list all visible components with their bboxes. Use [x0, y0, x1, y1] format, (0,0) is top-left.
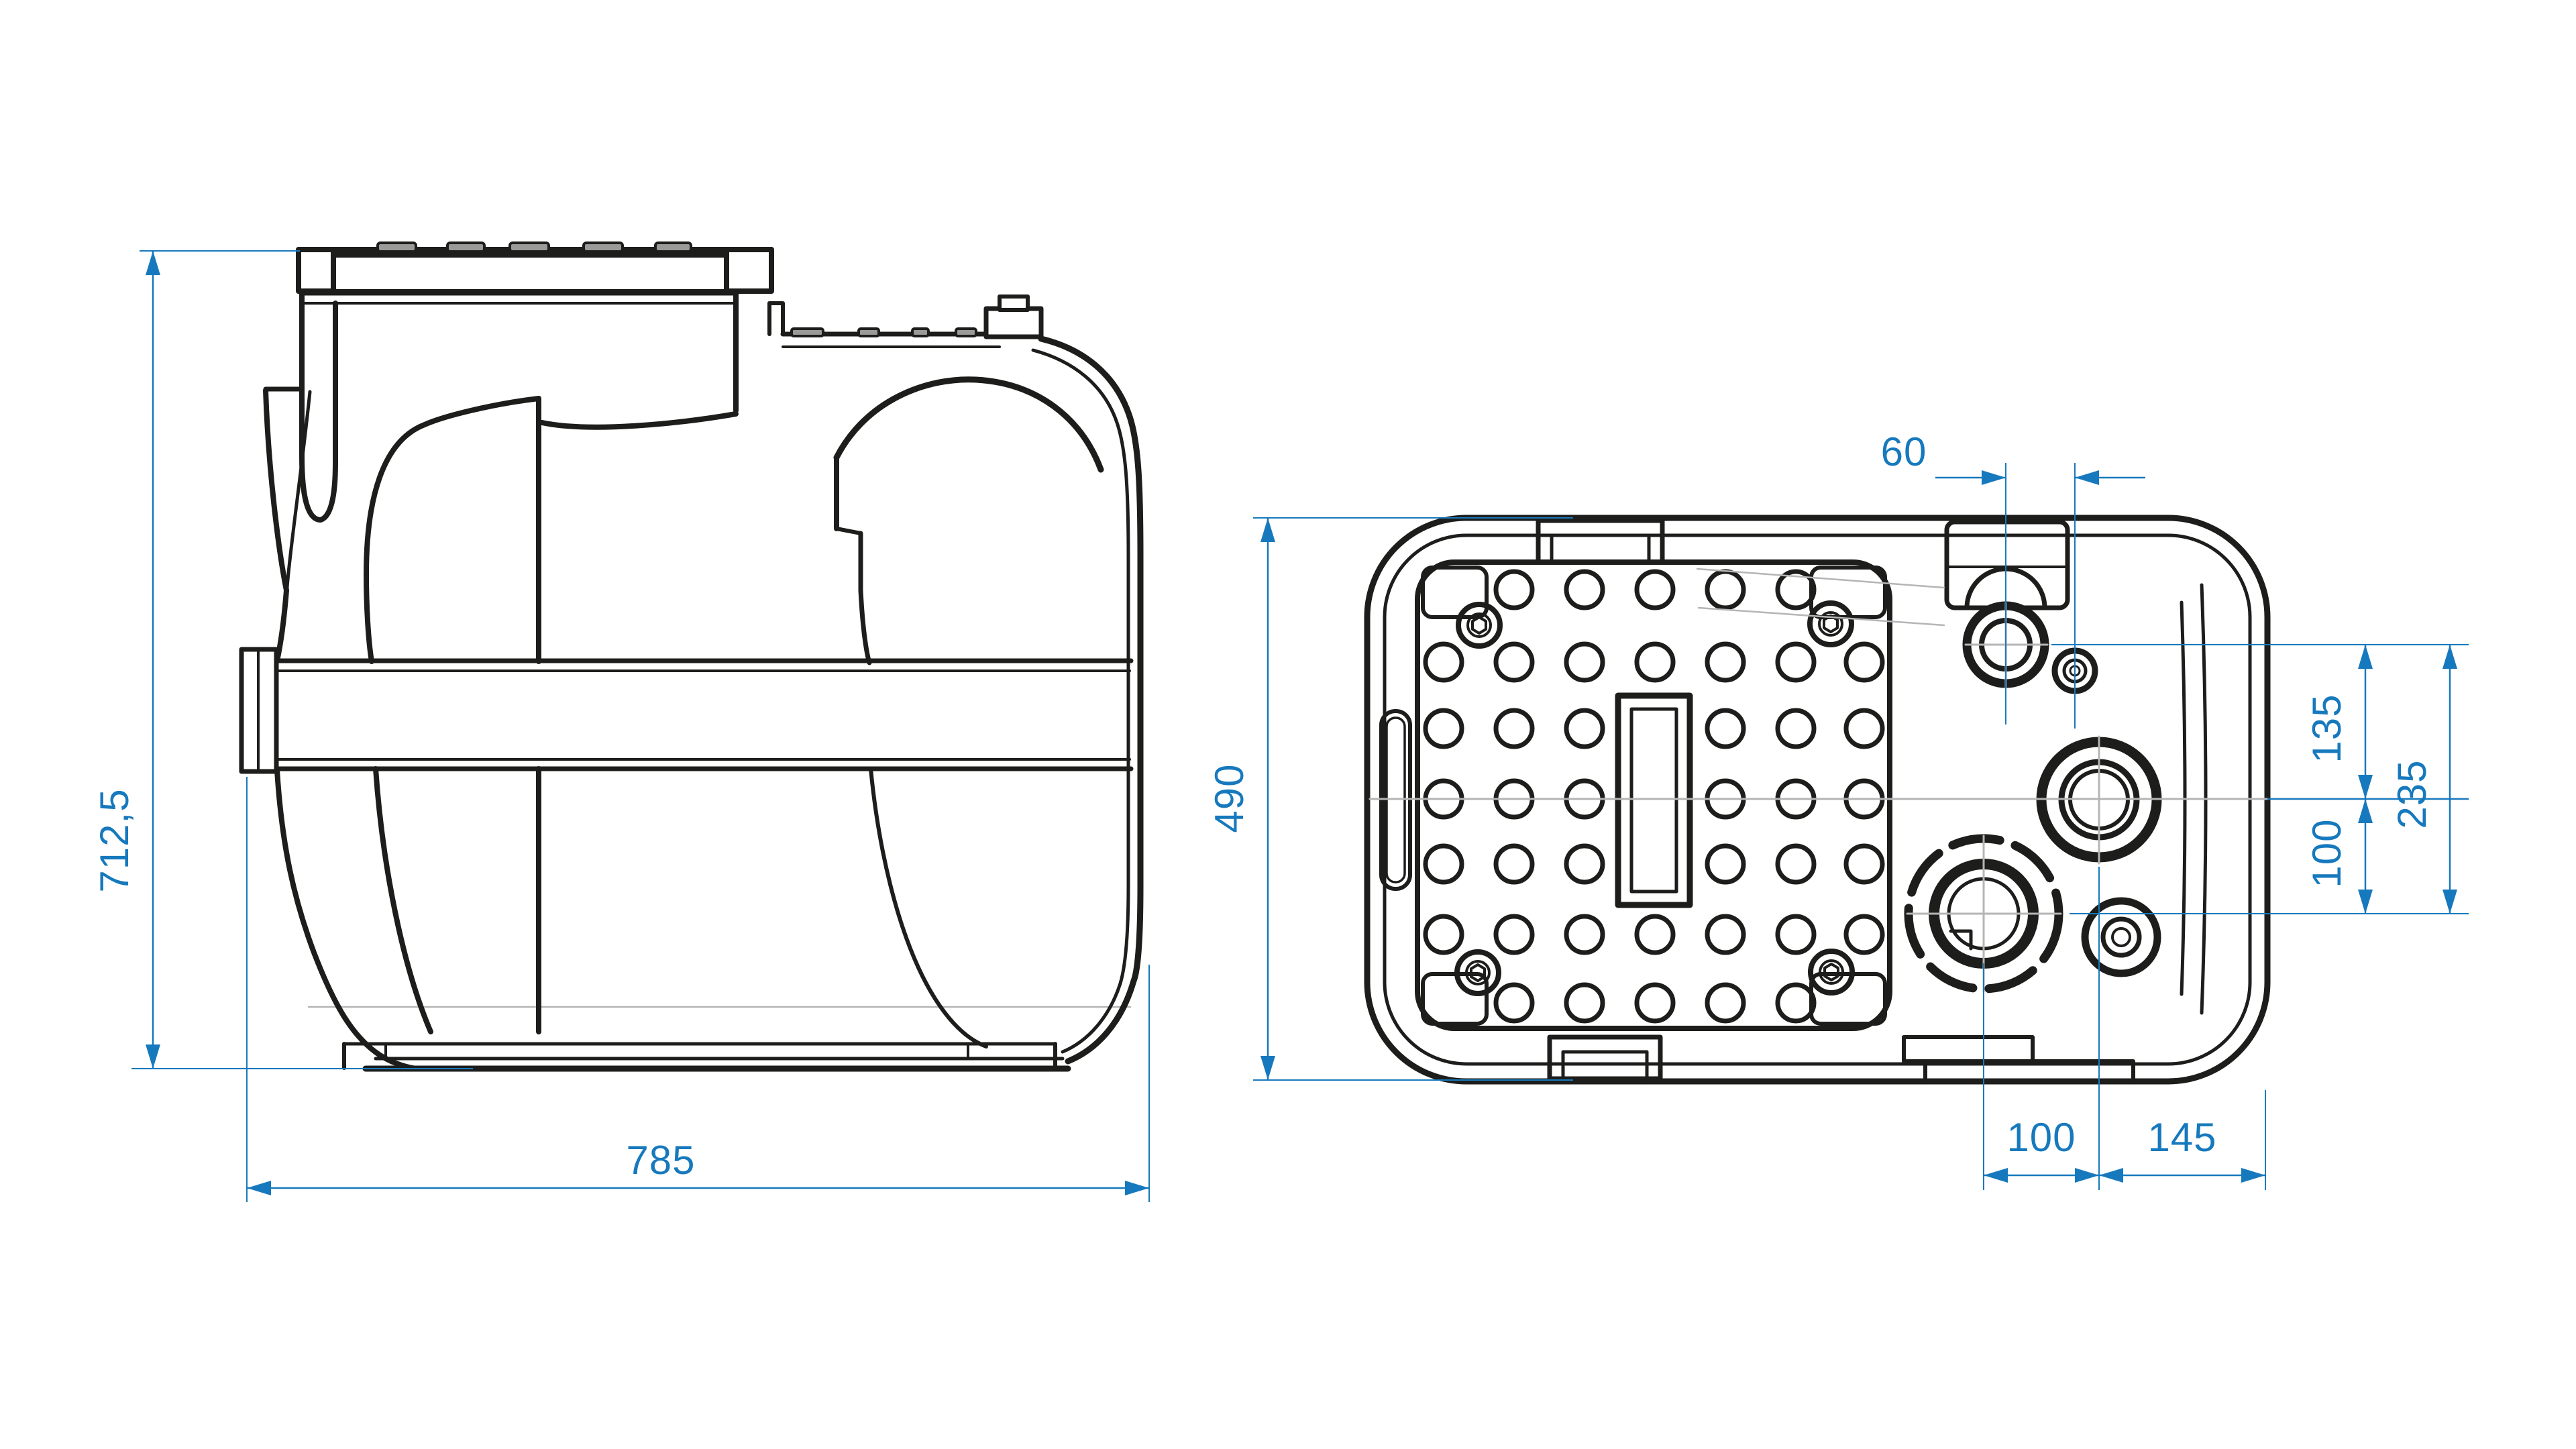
dimension-labels: 712,5 785 490 60 135 100 235 100 145 — [92, 429, 2434, 1183]
arrow-down-icon — [2358, 890, 2373, 914]
vent-cap — [998, 294, 1030, 312]
arrow-up-icon — [1260, 518, 1275, 542]
dim-offset-60 — [1935, 463, 2145, 729]
side-view-lid — [296, 241, 774, 294]
top-clamp-tab — [1536, 518, 1665, 565]
arrow-left-icon — [2075, 470, 2099, 485]
side-view-mold-curves — [364, 396, 739, 1034]
arrow-up-icon — [2443, 645, 2457, 669]
bottom-ledge — [1902, 1035, 2135, 1083]
dim-label-center-to-outlet: 100 — [2304, 818, 2349, 888]
side-view-left-groove — [299, 290, 338, 523]
dim-label-width-top: 490 — [1207, 763, 1252, 833]
arrow-left-icon — [247, 1181, 271, 1195]
arrow-down-icon — [146, 1044, 160, 1069]
top-view — [1364, 515, 2271, 1085]
center-lines — [1368, 568, 2269, 993]
dim-label-inlet-to-center: 135 — [2304, 694, 2349, 763]
side-view-skid — [342, 1042, 1071, 1072]
arrow-left-icon — [2099, 1168, 2123, 1183]
dim-width-top — [1253, 517, 1573, 1081]
deck-ribs — [790, 327, 977, 337]
side-view — [239, 241, 1144, 1072]
dim-height-side — [131, 250, 473, 1069]
top-view-baseplate — [1415, 559, 1892, 1031]
bottom-clamp-tab — [1547, 1034, 1663, 1081]
baseplate-slot — [1615, 692, 1693, 908]
dim-label-height-side: 712,5 — [92, 788, 137, 892]
dim-label-inlet-offset: 60 — [1881, 429, 1927, 474]
lid-grip-ribs — [376, 241, 692, 253]
arrow-up-icon — [2358, 799, 2373, 823]
arrow-right-icon — [1125, 1181, 1149, 1195]
side-view-left-edge — [263, 386, 419, 1071]
arrow-down-icon — [2358, 775, 2373, 799]
arrow-right-icon — [2241, 1168, 2265, 1183]
arrow-right-icon — [1982, 470, 2006, 485]
arrow-left-icon — [1984, 1168, 2008, 1183]
side-view-shoulder — [301, 290, 785, 336]
dim-label-length-side: 785 — [626, 1138, 695, 1183]
side-view-right-edge — [1031, 335, 1144, 1065]
connector-small-bottom — [2081, 897, 2161, 977]
dim-bottom-stack — [1983, 867, 2266, 1190]
side-view-deck — [780, 294, 1044, 348]
vent-fitting — [983, 306, 1044, 339]
arrow-right-icon — [2075, 1168, 2099, 1183]
dim-right-stack — [2051, 644, 2469, 914]
dim-label-outlet-to-end: 145 — [2147, 1115, 2216, 1160]
arrow-down-icon — [1260, 1056, 1275, 1080]
dim-label-total-right: 235 — [2390, 759, 2434, 828]
screw-bosses — [1454, 600, 1855, 996]
arrow-up-icon — [2358, 645, 2373, 669]
dim-label-outlet-offset: 100 — [2006, 1115, 2076, 1160]
arrow-down-icon — [2443, 890, 2457, 914]
side-view-pump-dome — [833, 376, 1104, 1049]
side-view-strap — [239, 647, 1134, 774]
dim-length-side — [246, 777, 1150, 1202]
arrow-up-icon — [146, 251, 160, 275]
